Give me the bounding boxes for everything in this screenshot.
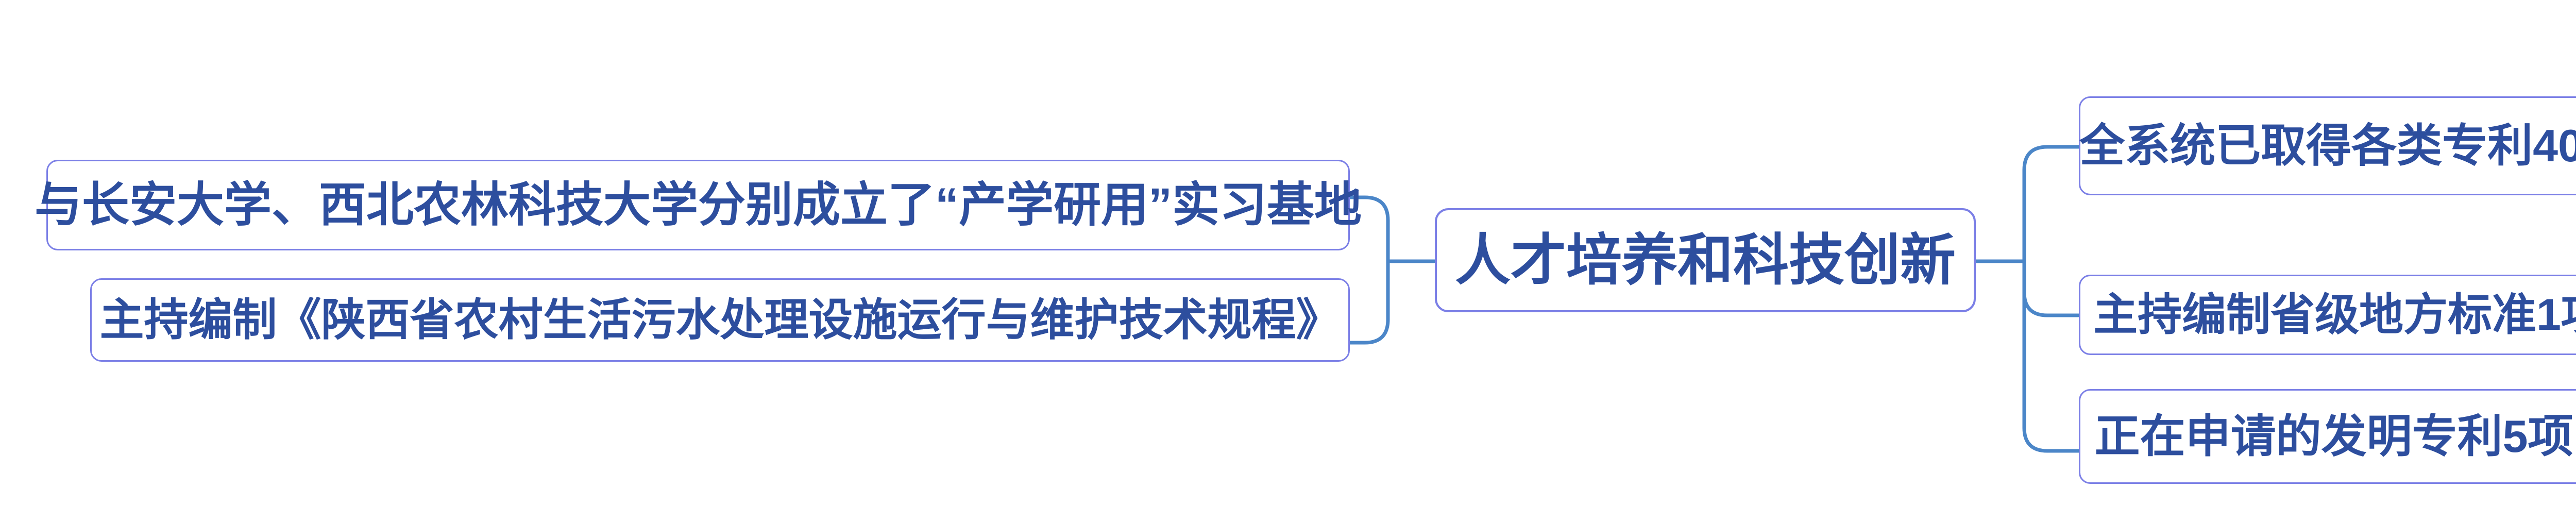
node-right-total-patents[interactable]: 全系统已取得各类专利40项 [2079,96,2576,195]
node-root-label: 人才培养和科技创新 [1454,229,1956,292]
connector-left-2 [1348,317,1390,345]
connector-right-3 [2022,426,2081,453]
node-right-provincial-standard-label: 主持编制省级地方标准1项 [2093,290,2576,340]
node-left-technical-regulation-label: 主持编制《陕西省农村生活污水处理设施运行与维护技术规程》 [99,295,1341,345]
node-left-internship-base-label: 与长安大学、西北农林科技大学分别成立了“产学研用”实习基地 [35,178,1362,231]
node-right-provincial-standard[interactable]: 主持编制省级地方标准1项 [2079,275,2576,355]
node-left-technical-regulation[interactable]: 主持编制《陕西省农村生活污水处理设施运行与维护技术规程》 [90,278,1350,362]
connector-right-2 [2022,290,2081,317]
node-left-internship-base[interactable]: 与长安大学、西北农林科技大学分别成立了“产学研用”实习基地 [35,160,1362,250]
node-right-pending-applications-label: 正在申请的发明专利5项，II类专利2项 [2094,410,2576,462]
node-right-pending-applications[interactable]: 正在申请的发明专利5项，II类专利2项 [2079,389,2576,484]
node-right-total-patents-label: 全系统已取得各类专利40项 [2079,120,2576,171]
node-root-talent-and-innovation[interactable]: 人才培养和科技创新 [1435,208,1976,312]
